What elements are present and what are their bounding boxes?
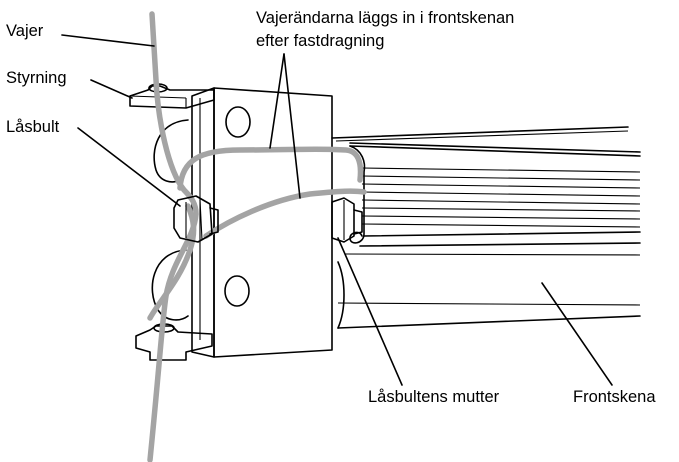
leader-mutter — [337, 237, 403, 386]
label-lasbult: Låsbult — [6, 118, 60, 136]
leader-note-a — [269, 53, 285, 149]
front-rail-ribs — [361, 167, 641, 228]
leader-frontskena — [541, 282, 613, 386]
lock-bolt-nut — [331, 197, 363, 243]
label-note-line1: Vajerändarna läggs in i frontskenan — [256, 9, 515, 27]
wire-loop — [147, 203, 197, 321]
bracket-hole-lower — [224, 275, 250, 307]
wire — [147, 11, 367, 462]
wire-main — [147, 11, 199, 462]
label-vajer: Vajer — [6, 22, 44, 40]
leader-lasbult — [77, 127, 181, 207]
front-rail — [331, 126, 641, 329]
lock-bolt-head — [173, 195, 219, 243]
label-styrning: Styrning — [6, 69, 67, 87]
bracket-block — [151, 87, 333, 358]
label-lasbultens-mutter: Låsbultens mutter — [368, 388, 500, 406]
leader-vajer — [61, 34, 155, 47]
label-frontskena: Frontskena — [573, 388, 656, 406]
bracket-hole-upper — [225, 106, 251, 138]
leader-styrning — [90, 79, 133, 99]
wire-end-upper — [177, 146, 364, 191]
label-note-line2: efter fastdragning — [256, 32, 385, 50]
leader-note-b — [283, 53, 301, 199]
upper-guide — [129, 83, 215, 109]
leader-lines — [61, 34, 613, 386]
wire-end-lower — [203, 188, 367, 239]
